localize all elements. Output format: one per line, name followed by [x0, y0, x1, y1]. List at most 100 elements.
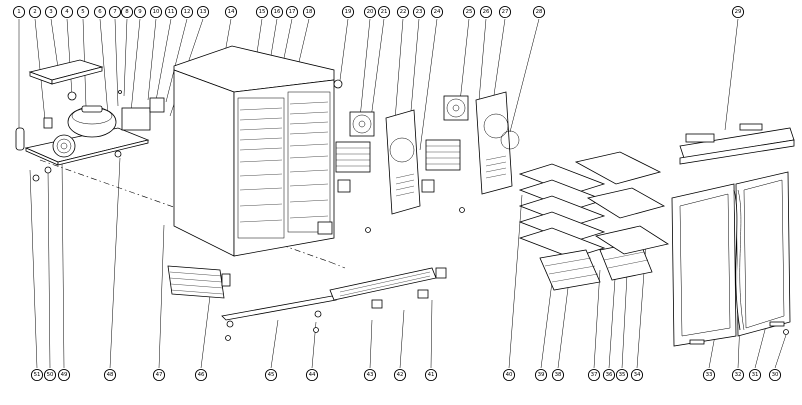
callout-8: 8	[120, 5, 134, 19]
right-fan-evaporator	[425, 91, 520, 213]
callout-41: 41	[424, 368, 438, 382]
callout-label: 23	[416, 9, 423, 15]
callout-50: 50	[43, 368, 57, 382]
callout-label: 15	[259, 9, 266, 15]
callout-label: 31	[752, 372, 759, 378]
callout-label: 39	[538, 372, 545, 378]
callout-label: 11	[168, 9, 175, 15]
callout-49: 49	[57, 368, 71, 382]
base-rail	[221, 295, 337, 341]
callout-label: 5	[81, 9, 84, 15]
callout-label: 43	[367, 372, 374, 378]
callout-16: 16	[270, 5, 284, 19]
wine-racks	[518, 163, 653, 291]
callout-2: 2	[28, 5, 42, 19]
callout-label: 21	[381, 9, 388, 15]
callout-label: 19	[345, 9, 352, 15]
callout-45: 45	[264, 368, 278, 382]
callout-label: 14	[228, 9, 235, 15]
glass-doors	[671, 171, 791, 347]
callout-label: 6	[98, 9, 102, 15]
callout-label: 1	[17, 9, 20, 15]
callout-label: 37	[591, 372, 598, 378]
callout-35: 35	[615, 368, 629, 382]
callout-label: 16	[274, 9, 281, 15]
condenser	[167, 265, 231, 299]
callout-label: 44	[309, 372, 316, 378]
callout-6: 6	[93, 5, 107, 19]
callout-24: 24	[430, 5, 444, 19]
callout-36: 36	[602, 368, 616, 382]
callout-label: 9	[138, 9, 142, 15]
callout-label: 28	[536, 9, 543, 15]
callout-label: 27	[502, 9, 509, 15]
callout-10: 10	[149, 5, 163, 19]
callout-4: 4	[60, 5, 74, 19]
bottom-callouts: 51 50 49 48 47 46 45 44 43 42 41 40 39 3…	[30, 368, 782, 382]
callout-40: 40	[502, 368, 516, 382]
callout-43: 43	[363, 368, 377, 382]
front-grille	[329, 267, 447, 309]
callout-label: 29	[735, 9, 742, 15]
callout-39: 39	[534, 368, 548, 382]
callout-label: 32	[735, 372, 742, 378]
top-callouts: 1 2 3 4 5 6 7 8 9 10 11 12 13 14 15 16 1…	[12, 5, 745, 19]
callout-label: 20	[367, 9, 374, 15]
callout-13: 13	[196, 5, 210, 19]
callout-label: 42	[397, 372, 404, 378]
callout-22: 22	[396, 5, 410, 19]
callout-label: 48	[107, 372, 114, 378]
callout-38: 38	[551, 368, 565, 382]
callout-label: 41	[428, 372, 435, 378]
callout-label: 4	[65, 9, 69, 15]
callout-32: 32	[731, 368, 745, 382]
callout-37: 37	[587, 368, 601, 382]
callout-label: 7	[113, 9, 116, 15]
callout-23: 23	[412, 5, 426, 19]
cabinet	[173, 45, 343, 257]
callout-25: 25	[462, 5, 476, 19]
callout-label: 50	[47, 372, 54, 378]
callout-27: 27	[498, 5, 512, 19]
callout-17: 17	[285, 5, 299, 19]
callout-label: 45	[268, 372, 275, 378]
callout-29: 29	[731, 5, 745, 19]
assembly-centerline-end	[329, 261, 346, 269]
callout-label: 46	[198, 372, 205, 378]
callout-42: 42	[393, 368, 407, 382]
callout-label: 49	[61, 372, 68, 378]
callout-label: 18	[306, 9, 313, 15]
callout-20: 20	[363, 5, 377, 19]
callout-label: 34	[634, 372, 641, 378]
callout-label: 13	[200, 9, 207, 15]
callout-label: 22	[400, 9, 407, 15]
callout-34: 34	[630, 368, 644, 382]
left-fan-evaporator	[335, 109, 435, 233]
callout-21: 21	[377, 5, 391, 19]
callout-12: 12	[180, 5, 194, 19]
callout-label: 35	[619, 372, 626, 378]
callout-5: 5	[76, 5, 90, 19]
compressor-assembly	[15, 90, 165, 182]
callout-label: 2	[33, 9, 36, 15]
callout-label: 25	[466, 9, 473, 15]
callout-label: 38	[555, 372, 562, 378]
callout-28: 28	[532, 5, 546, 19]
top-cover-plate	[28, 59, 104, 85]
callout-46: 46	[194, 368, 208, 382]
callout-48: 48	[103, 368, 117, 382]
callout-7: 7	[108, 5, 122, 19]
callout-18: 18	[302, 5, 316, 19]
callout-14: 14	[224, 5, 238, 19]
callout-9: 9	[133, 5, 147, 19]
callout-label: 12	[184, 9, 191, 15]
callout-label: 51	[34, 372, 41, 378]
callout-label: 24	[434, 9, 441, 15]
callout-label: 10	[153, 9, 160, 15]
callout-label: 8	[125, 9, 129, 15]
callout-19: 19	[341, 5, 355, 19]
callout-26: 26	[479, 5, 493, 19]
callout-33: 33	[702, 368, 716, 382]
callout-47: 47	[152, 368, 166, 382]
